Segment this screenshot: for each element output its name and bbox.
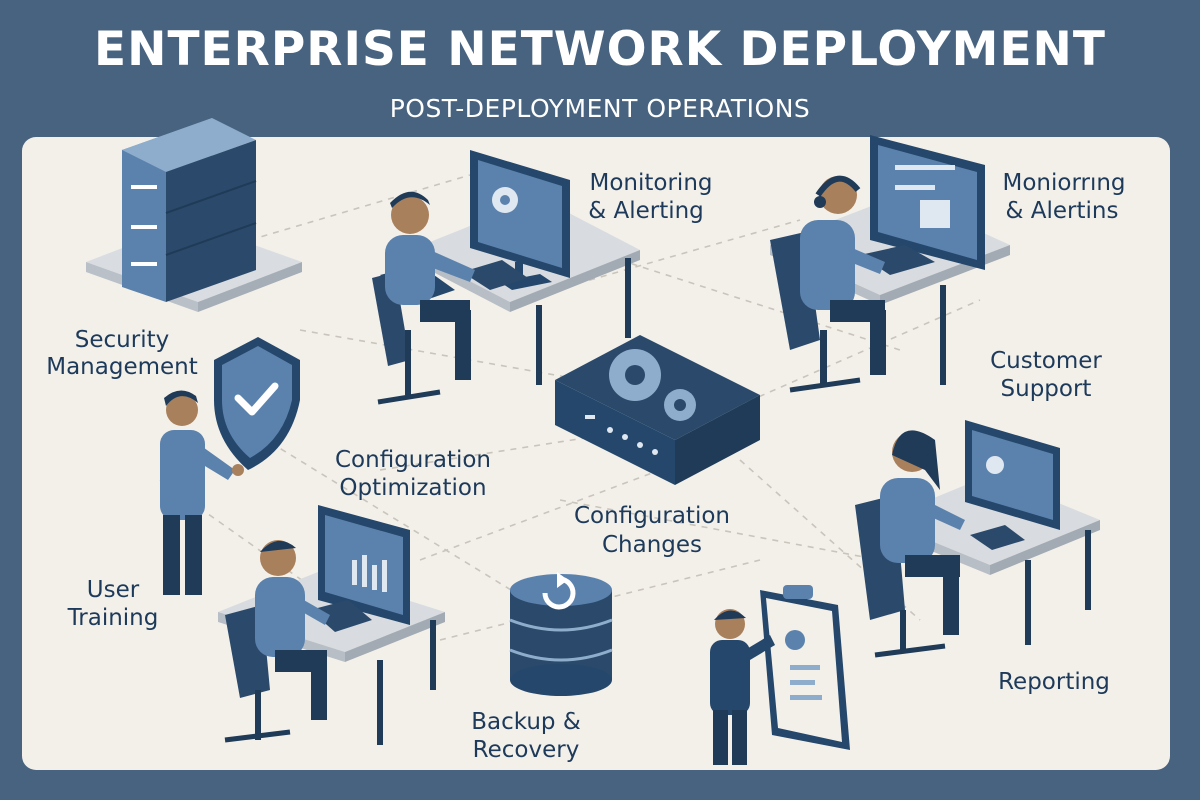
label-config-optimization-line2: Optimization: [339, 475, 486, 501]
label-customer-support-line1: Customer: [990, 348, 1102, 374]
label-monitoring-2-line1: Moniorrıng: [1002, 170, 1125, 196]
label-reporting: Reporting: [998, 669, 1110, 695]
page-subtitle: POST-DEPLOYMENT OPERATIONS: [389, 94, 811, 123]
gear-icon: [492, 187, 518, 213]
label-backup-line2: Recovery: [473, 737, 580, 763]
label-monitoring-line1: Monitoring: [590, 170, 713, 196]
clipboard-report-icon: [760, 585, 850, 750]
label-config-optimization-line1: Configuration: [335, 447, 491, 473]
operator-desk-monitoring: [372, 150, 640, 405]
shield-check-icon: [214, 337, 300, 470]
label-config-changes-line1: Configuration: [574, 503, 730, 529]
page-title: ENTERPRISE NETWORK DEPLOYMENT: [94, 22, 1106, 77]
label-security-line1: Security: [75, 327, 169, 353]
operator-desk-monitoring-2: [770, 135, 1010, 393]
label-user-training-line2: Training: [67, 605, 159, 631]
network-appliance-icon: [555, 335, 760, 485]
gear-icon: [609, 349, 696, 421]
label-monitoring-line2: & Alerting: [588, 198, 704, 224]
person-reporting: [710, 609, 775, 765]
server-rack-icon: [86, 118, 302, 312]
label-backup-line1: Backup &: [471, 709, 581, 735]
database-backup-icon: [509, 572, 613, 696]
label-monitoring-2-line2: & Alertins: [1006, 198, 1119, 224]
operator-desk-support: [855, 420, 1100, 658]
operator-desk-training: [218, 505, 445, 745]
label-config-changes-line2: Changes: [602, 532, 702, 558]
label-user-training-line1: User: [87, 577, 140, 603]
label-security-line2: Management: [46, 354, 198, 380]
label-customer-support-line2: Support: [1001, 376, 1092, 402]
person-security-admin: [160, 390, 244, 595]
